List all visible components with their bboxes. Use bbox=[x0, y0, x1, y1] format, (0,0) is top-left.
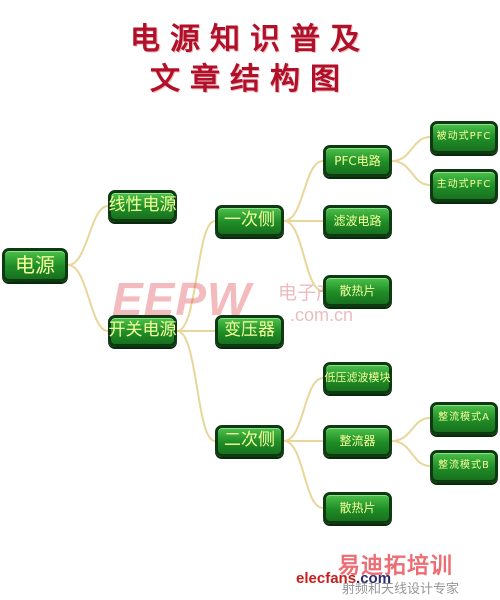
connector-root-linear bbox=[67, 205, 109, 266]
connector-switching-primary bbox=[176, 220, 216, 332]
connector-root-switching bbox=[67, 264, 109, 332]
connector-primary-heatsink bbox=[283, 220, 324, 292]
connector-primary-pfc bbox=[283, 160, 324, 222]
node-transformer: 变压器 bbox=[215, 315, 284, 347]
node-heatsink-primary: 散热片 bbox=[323, 275, 392, 307]
diagram-title-line2: 文章结构图 bbox=[150, 62, 350, 97]
connector-rectifier-modA bbox=[391, 417, 431, 442]
node-linear-power: 线性电源 bbox=[108, 190, 177, 222]
training-subtitle-watermark: 射频和天线设计专家 bbox=[342, 582, 460, 597]
elecfans-logo-suffix: .com bbox=[356, 570, 392, 587]
node-primary-side: 一次侧 bbox=[215, 205, 284, 237]
diagram-title-line1: 电源知识普及 bbox=[130, 22, 370, 57]
node-switching-power: 开关电源 bbox=[108, 315, 177, 347]
node-rectifier-module-b: 整流模式B bbox=[430, 450, 498, 483]
connector-rectifier-modB bbox=[391, 440, 431, 467]
node-rectifier: 整流器 bbox=[323, 425, 392, 457]
connector-pfc-active bbox=[391, 160, 431, 186]
node-passive-pfc: 被动式PFC bbox=[430, 121, 498, 154]
node-active-pfc: 主动式PFC bbox=[430, 169, 498, 202]
elecfans-logo-prefix: elecfans bbox=[296, 570, 357, 587]
node-heatsink-secondary: 散热片 bbox=[323, 492, 392, 524]
connector-pfc-passive bbox=[391, 136, 431, 162]
eepw-url-watermark: .com.cn bbox=[290, 305, 354, 325]
connector-switching-secondary bbox=[176, 330, 216, 442]
elecfans-logo: elecfans.com bbox=[296, 570, 391, 587]
node-pfc-circuit: PFC电路 bbox=[323, 145, 392, 177]
connector-secondary-heatsink bbox=[283, 440, 324, 509]
training-watermark: 易迪拓培训 bbox=[338, 554, 454, 579]
node-rectifier-module-a: 整流模式A bbox=[430, 402, 498, 435]
node-lowpass-filter-module: 低压滤波模块 bbox=[323, 362, 392, 394]
connector-secondary-lowpass bbox=[283, 377, 324, 442]
node-secondary-side: 二次侧 bbox=[215, 425, 284, 457]
node-filter-circuit: 滤波电路 bbox=[323, 205, 392, 237]
node-power-supply: 电源 bbox=[2, 248, 68, 282]
